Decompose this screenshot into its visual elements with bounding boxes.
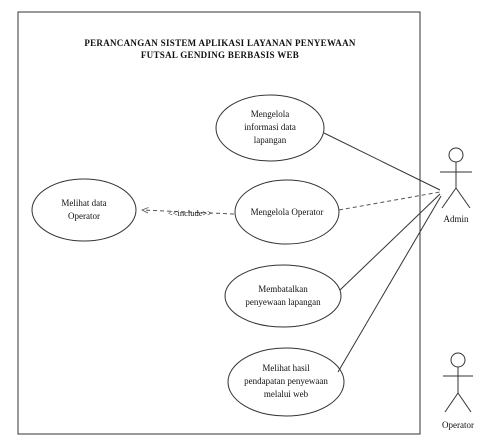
actor-operator-left-leg [444,392,459,413]
system-boundary [17,11,421,435]
actor-operator[interactable]: Operator [442,352,474,430]
actor-operator-name: Operator [442,420,474,430]
use-case-mengelola-informasi-line-1: Mengelola [251,109,290,119]
association-admin-mengelola-informasi [323,132,441,191]
use-case-mengelola-informasi-line-3: lapangan [254,135,287,145]
use-case-mengelola-informasi-ellipse [215,94,325,162]
use-case-mengelola-operator[interactable]: Mengelola Operator [234,179,340,245]
actor-admin-left-leg [441,187,457,209]
actor-admin-name: Admin [443,214,469,224]
use-case-melihat-pendapatan-line-3: melalui web [264,389,309,399]
use-case-mengelola-informasi-line-2: informasi data [244,122,296,132]
include-label: <<include>> [168,208,212,218]
use-case-melihat-operator-line-1: Melihat data [61,198,106,208]
use-case-melihat-pendapatan-line-2: pendapatan penyewaan [244,376,328,386]
use-case-melihat-pendapatan-line-1: Melihat hasil [262,363,310,373]
use-case-melihat-operator-line-2: Operator [68,211,100,221]
use-case-mengelola-operator-ellipse [234,179,340,245]
actor-operator-head [450,352,466,368]
actor-admin[interactable]: Admin [440,147,472,224]
system-title-line-2: FUTSAL GENDING BERBASIS WEB [141,50,299,60]
use-case-melihat-operator-ellipse [31,178,137,242]
use-case-membatalkan-penyewaan[interactable]: Membatalkan penyewaan lapangan [224,264,342,328]
use-case-mengelola-operator-line-1: Mengelola Operator [251,207,324,217]
include-arrow [142,210,235,215]
use-case-membatalkan-penyewaan-line-2: penyewaan lapangan [245,297,321,307]
use-case-melihat-pendapatan-ellipse [227,347,345,417]
use-case-mengelola-informasi[interactable]: Mengelola informasi data lapangan [215,94,325,162]
system-title-line-1: PERANCANGAN SISTEM APLIKASI LAYANAN PENY… [84,38,356,48]
actor-operator-right-leg [457,392,472,413]
use-case-melihat-pendapatan[interactable]: Melihat hasil pendapatan penyewaan melal… [227,347,345,417]
association-admin-mengelola-operator [338,191,441,211]
use-case-membatalkan-penyewaan-line-1: Membatalkan [258,284,308,294]
use-case-melihat-operator[interactable]: Melihat data Operator [31,178,137,242]
actor-admin-head [448,147,464,163]
association-admin-membatalkan-penyewaan [339,193,441,291]
association-admin-melihat-pendapatan [337,195,442,373]
actor-admin-right-leg [455,187,471,209]
use-case-membatalkan-penyewaan-ellipse [224,264,342,328]
